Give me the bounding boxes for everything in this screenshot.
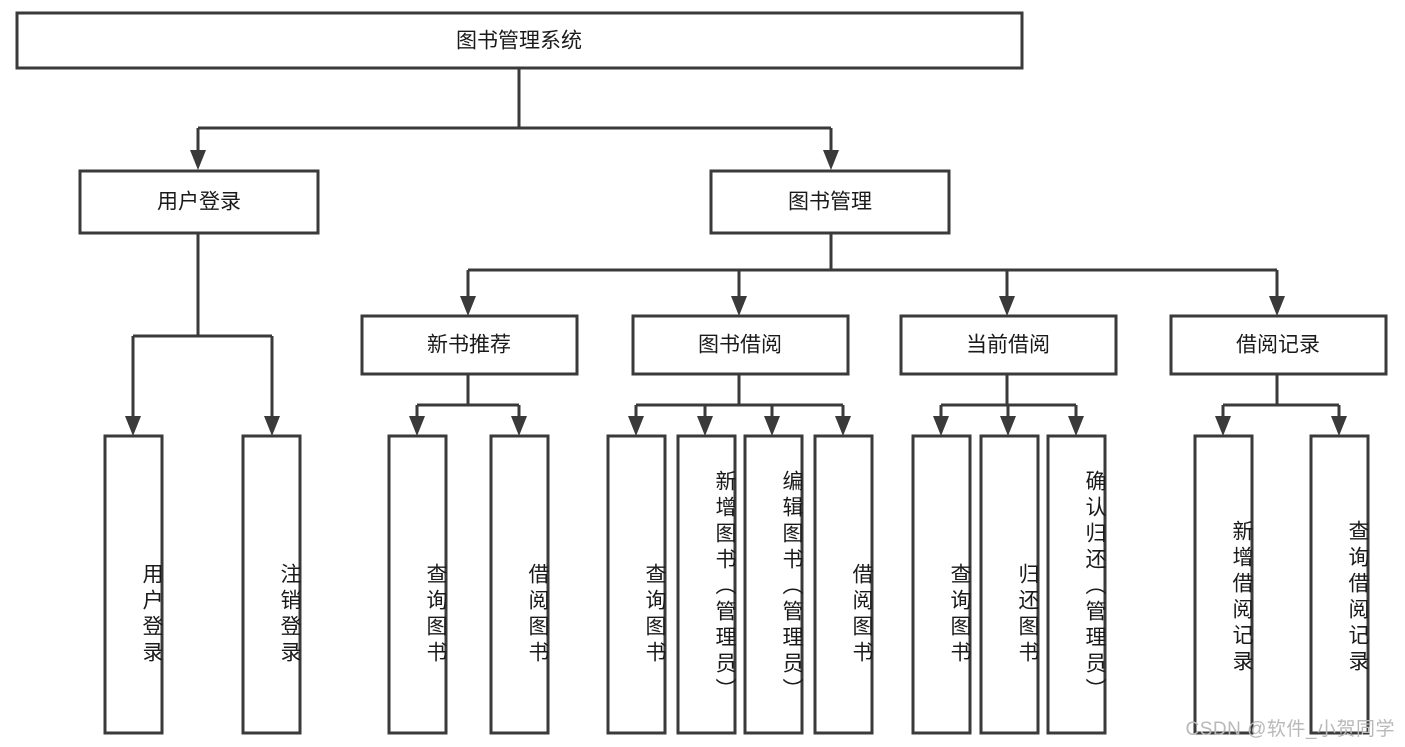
leaf-box-query-book-1[interactable]: [387, 434, 448, 735]
leaf-box-borrow-book-2[interactable]: [813, 434, 874, 735]
leaf-box-query-book-3[interactable]: [911, 434, 972, 735]
leaf-box-confirm-return[interactable]: [1046, 434, 1107, 735]
node-book-management[interactable]: 图书管理: [709, 169, 951, 235]
node-borrow-record-label: 借阅记录: [1236, 334, 1320, 357]
node-current-borrow[interactable]: 当前借阅: [899, 314, 1118, 376]
leaf-box-logout-login[interactable]: [241, 434, 302, 735]
connector-newbook-to-leaves: [409, 374, 527, 436]
connector-bookborrow-to-leaves: [628, 374, 851, 436]
leaf-box-query-record[interactable]: [1309, 434, 1370, 735]
connector-bookmgmt-to-level3: [460, 233, 1285, 316]
leaf-box-query-book-2[interactable]: [606, 434, 667, 735]
connector-userlogin-to-leaves: [125, 233, 280, 436]
node-book-borrow-label: 图书借阅: [698, 334, 782, 357]
node-book-borrow[interactable]: 图书借阅: [631, 314, 850, 376]
leaf-box-add-book[interactable]: [676, 434, 737, 735]
leaf-box-edit-book[interactable]: [743, 434, 804, 735]
leaf-box-return-book[interactable]: [979, 434, 1040, 735]
connector-root-to-level2: [190, 68, 839, 170]
node-root[interactable]: 图书管理系统: [15, 11, 1024, 70]
node-root-label: 图书管理系统: [456, 30, 582, 53]
node-new-book-recommend-label: 新书推荐: [427, 334, 511, 357]
connector-borrowrecord-to-leaves: [1215, 374, 1347, 436]
connector-currentborrow-to-leaves: [933, 374, 1084, 436]
leaf-box-add-record[interactable]: [1193, 434, 1254, 735]
csdn-watermark: CSDN @软件_小贺同学: [1185, 719, 1395, 740]
node-book-management-label: 图书管理: [788, 191, 872, 214]
node-borrow-record[interactable]: 借阅记录: [1169, 314, 1388, 376]
leaf-box-borrow-book-1[interactable]: [489, 434, 550, 735]
node-user-login[interactable]: 用户登录: [78, 169, 320, 235]
node-new-book-recommend[interactable]: 新书推荐: [360, 314, 579, 376]
node-user-login-label: 用户登录: [157, 191, 241, 214]
node-current-borrow-label: 当前借阅: [966, 334, 1050, 357]
leaf-box-user-login[interactable]: [103, 434, 164, 735]
